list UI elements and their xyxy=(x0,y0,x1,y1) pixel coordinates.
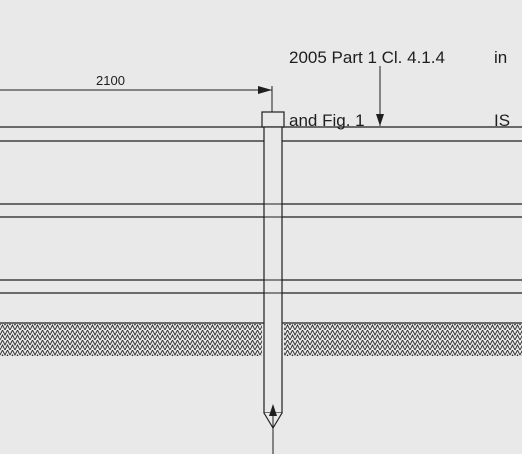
clause-reference-note: 2005 Part 1 Cl. 4.1.4 and Fig. 1 xyxy=(289,5,445,152)
ground-hatch xyxy=(0,322,522,356)
standard-reference-line-2: IS xyxy=(494,111,511,130)
standard-reference-line-1: in xyxy=(494,48,508,67)
post-depth-arrow xyxy=(269,404,277,454)
clause-reference-line-2: and Fig. 1 xyxy=(289,111,365,130)
dimension-label: 2100 xyxy=(96,73,125,88)
standard-reference-note: in IS xyxy=(494,5,510,152)
bottom-rail xyxy=(0,279,522,294)
middle-rail xyxy=(0,203,522,218)
annotation-leader-arrow xyxy=(376,66,384,126)
fence-post xyxy=(261,111,285,430)
top-rail xyxy=(0,126,522,142)
clause-reference-line-1: 2005 Part 1 Cl. 4.1.4 xyxy=(289,48,445,67)
dimension-2100 xyxy=(0,86,273,112)
